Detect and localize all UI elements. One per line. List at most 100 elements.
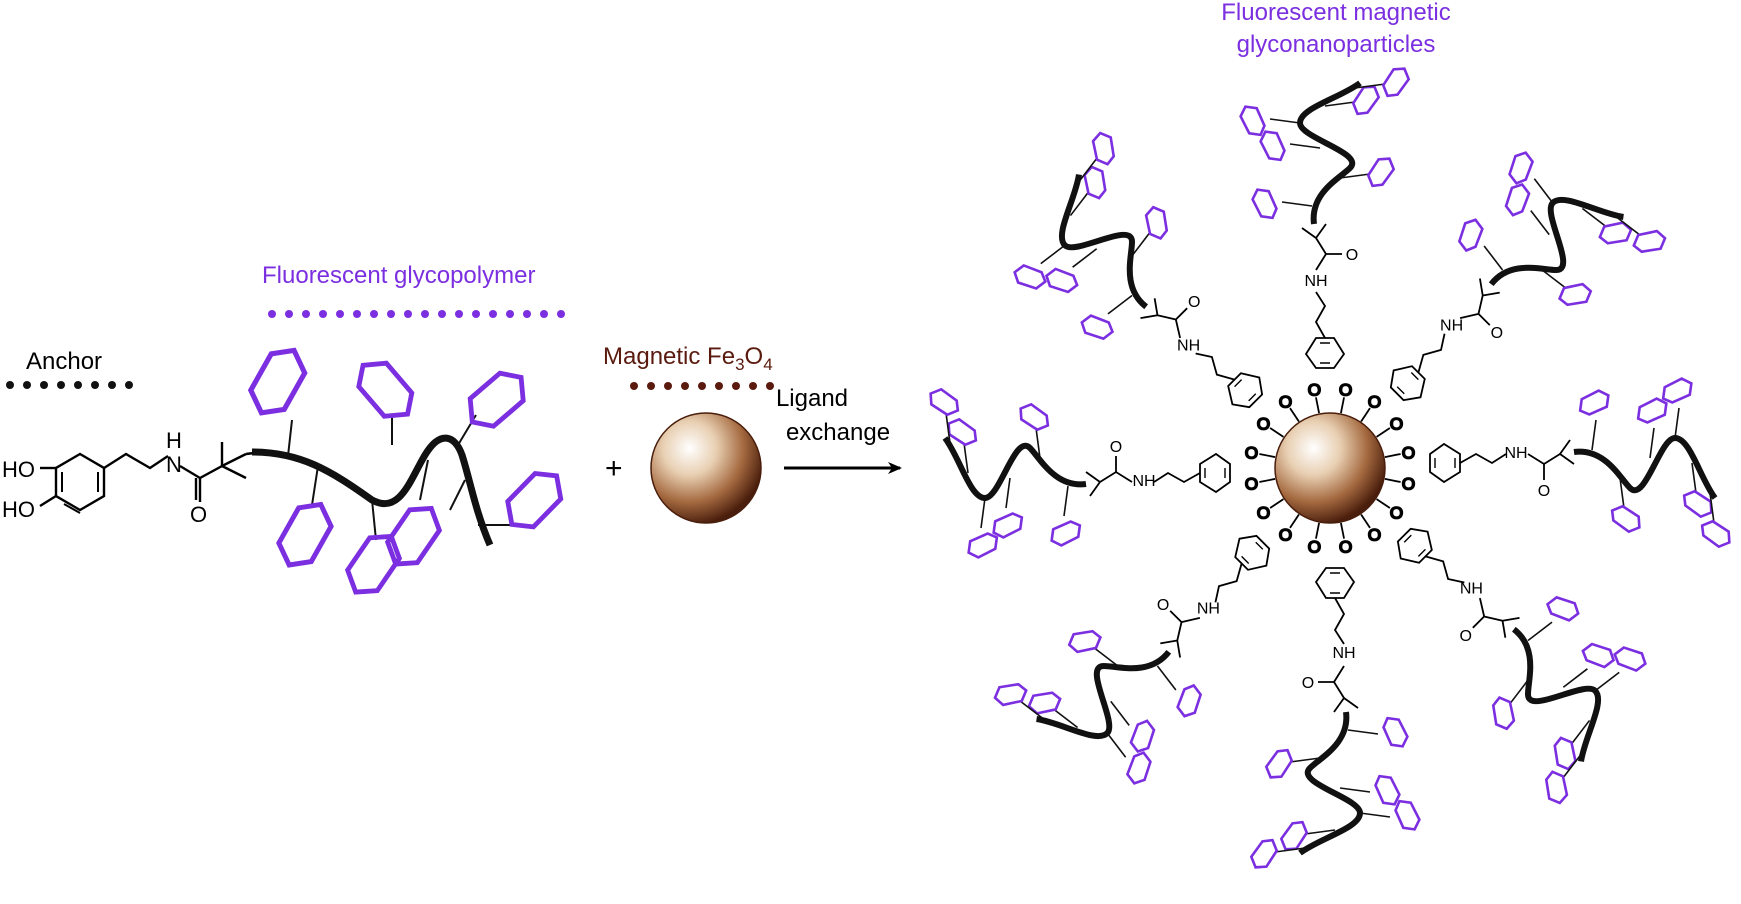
amide-nh: NH [1504,445,1527,462]
ligand-arm: NHO [1429,377,1731,549]
sugar-ring [1491,695,1516,731]
oxygen-atom: O [1368,392,1381,411]
ring-double-bond [1330,572,1340,594]
glycopolymer-chain [1488,196,1624,287]
sugar-linker [1570,719,1591,745]
oxygen-atom: O [1339,381,1352,400]
o-fe-bond [1360,514,1371,529]
o-fe-bond [1259,478,1276,483]
amide-linker [1459,278,1500,326]
glycopolymer-chain [1573,434,1718,500]
product-label-line2: glyconanoparticles [1237,31,1436,58]
amide-nh: NH [1197,600,1220,617]
amide-nh: NH [1332,645,1355,662]
sugar-linker [1005,477,1011,509]
ligand-arm: NHO [929,387,1231,559]
sugar-ring [1264,748,1294,779]
sugar-linker [1107,294,1133,315]
ligand-arm: NHO [993,534,1271,785]
o-fe-bond [1376,498,1391,509]
ring-double-bond [1204,468,1226,478]
o-fe-bond [1315,522,1320,539]
magnetic-dots [630,382,774,390]
sugar-linker [1581,207,1607,228]
sugar-ring [1080,314,1115,341]
sugar-linker [1289,143,1321,149]
sugar-linker [1035,427,1041,459]
sugar-linker [1339,173,1371,179]
sugar-ring [1508,151,1535,185]
sugar-linker [1359,812,1391,818]
sugar-ring [1504,182,1531,217]
oxygen-atom: O [1245,443,1258,462]
sugar-ring [1610,504,1641,534]
amide-linker [1472,597,1520,638]
glycopolymer-chain [1511,626,1602,762]
anchor-dots [6,381,133,389]
oxygen-atom: O [1257,415,1270,434]
ethyl-linker [1459,452,1507,465]
sugar-linker [1591,419,1597,451]
sugar-ring [992,512,1024,539]
sugar-linker [1072,248,1098,268]
ethyl-linker [1417,333,1446,373]
ethyl-linker [1214,563,1243,603]
sugar-linker [1324,101,1356,107]
amide-linker [1085,456,1133,497]
o-fe-bond [1384,453,1401,458]
glycopolymer-dots [268,310,565,318]
carbonyl-oxygen: O [1110,439,1122,456]
ring-double-bond [1320,342,1330,364]
o-fe-bond [1360,407,1371,422]
sugar-linker [1040,244,1066,265]
sugar-ring [1129,719,1156,754]
arrow-label-line2: exchange [786,419,890,446]
sugar-linker [1649,427,1655,459]
sugar-linker [963,442,969,474]
sugar-linker [1304,829,1336,835]
product-label-line1: Fluorescent magnetic [1221,0,1450,26]
o-fe-bond [1384,478,1401,483]
oxygen-atom: O [1402,443,1415,462]
carbonyl-oxygen: O [1188,294,1200,311]
sugar-ring [1044,267,1079,294]
sugar-ring [1013,263,1047,290]
sugar-ring [1613,646,1647,673]
glycopolymer-label: Fluorescent glycopolymer [262,262,535,289]
catechol-ring [1389,365,1426,402]
sugar-linker [1691,462,1697,494]
sugar-linker [1541,269,1567,290]
sugar-ring [1636,397,1668,424]
sugar-linker [1354,83,1386,89]
amide-nh: NH [1304,273,1327,290]
sugar-ring [1279,820,1309,851]
sugar-linker [1615,216,1641,236]
sugar-ring [1091,131,1116,166]
ho-top-label: HO [2,457,35,482]
o-fe-bond [1289,514,1300,529]
sugar-ring [1661,377,1693,404]
glycopolymer-chain [1296,80,1362,225]
carbonyl-oxygen: O [1346,247,1358,264]
amide-linker [1527,439,1575,480]
sugar-ring [1682,489,1713,519]
anchor-label: Anchor [26,348,102,375]
sugar-ring [993,682,1028,707]
ring-double-bond [1234,379,1257,402]
sugar-linker [1674,407,1680,439]
sugar-linker [1063,485,1069,517]
oxygen-atom: O [1402,475,1415,494]
ligand-arm: NHO [1013,131,1264,409]
sugar-ring [1598,221,1633,245]
catechol-ring [1227,372,1264,409]
sugar-ring [1019,402,1050,432]
glycopolymer-backbone [251,434,494,547]
sugar-ring [1394,799,1421,831]
sugar-ring [1374,774,1401,806]
oxygen-atom: O [1390,415,1403,434]
sugar-linker [1156,665,1177,691]
sugar-ring [929,387,960,417]
sugar-ring [1259,130,1286,162]
sugar-ring [1251,188,1278,220]
o-fe-bond [1269,427,1284,438]
